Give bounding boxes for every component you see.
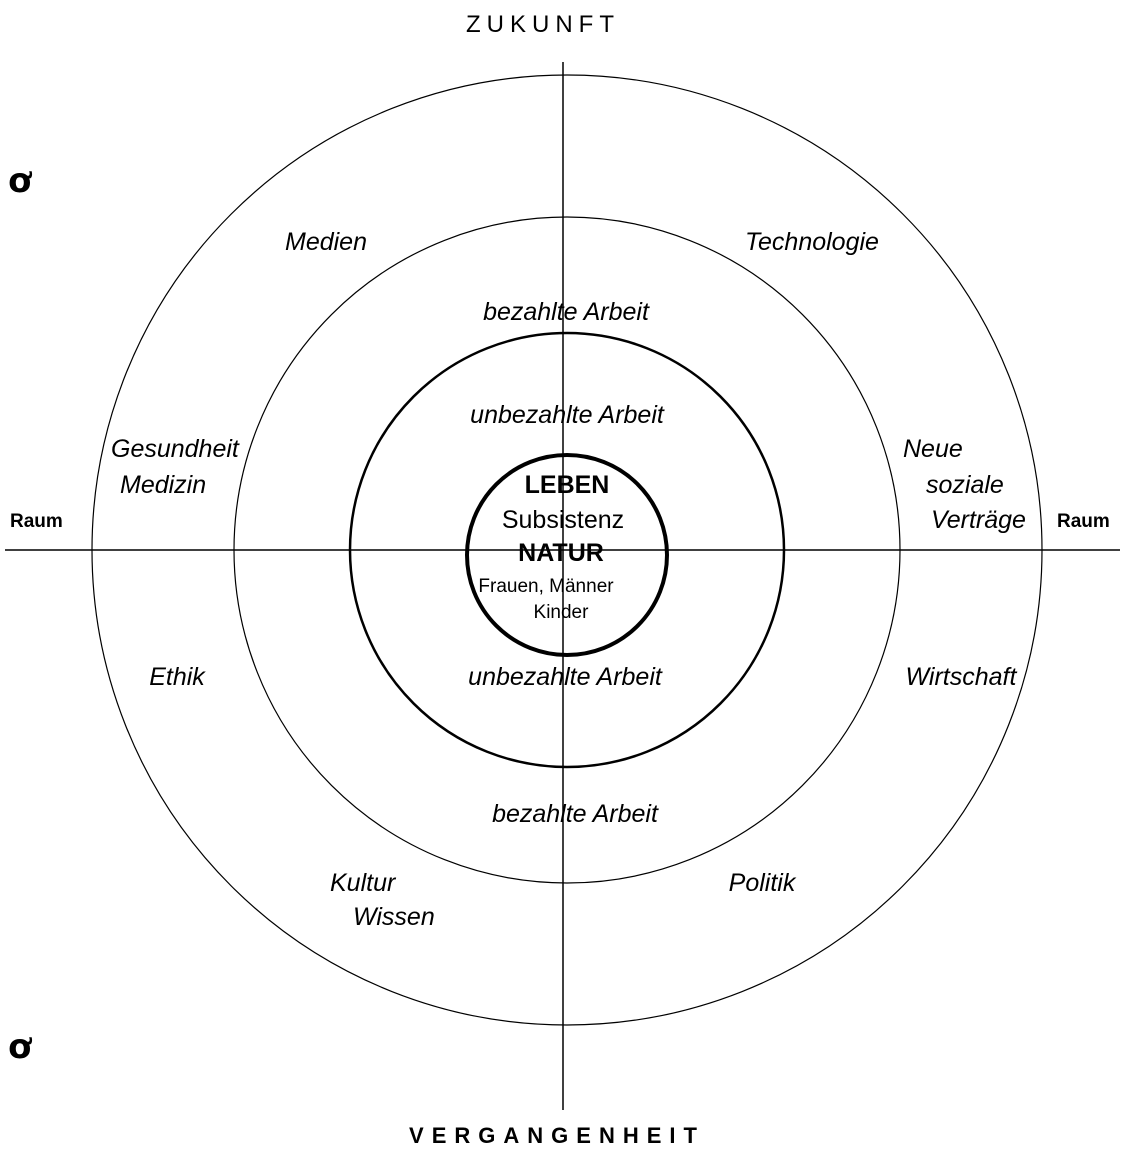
symbol-top-left: ơ: [8, 161, 33, 201]
label-wirtschaft: Wirtschaft: [906, 663, 1018, 691]
label-kultur: Kultur: [330, 869, 397, 897]
axis-label-space-left: Raum: [10, 511, 63, 532]
label-soziale: soziale: [926, 471, 1004, 499]
symbol-bottom-left: ơ: [8, 1027, 33, 1067]
label-vertraege: Verträge: [931, 506, 1026, 534]
label-paid-work-bottom: bezahlte Arbeit: [492, 800, 659, 828]
axis-label-past: VERGANGENHEIT: [409, 1123, 705, 1148]
label-gesundheit: Gesundheit: [111, 435, 240, 463]
axis-label-future: ZUKUNFT: [466, 11, 620, 38]
label-paid-work-top: bezahlte Arbeit: [483, 298, 650, 326]
label-medizin: Medizin: [120, 471, 206, 499]
label-leben: LEBEN: [525, 471, 610, 499]
label-medien: Medien: [285, 228, 367, 256]
label-subsistenz: Subsistenz: [502, 506, 624, 534]
label-ethik: Ethik: [149, 663, 206, 691]
label-frauen-maenner: Frauen, Männer: [478, 576, 614, 597]
axis-label-space-right: Raum: [1057, 511, 1110, 532]
label-natur: NATUR: [518, 539, 604, 567]
label-neue: Neue: [903, 435, 963, 463]
label-technologie: Technologie: [745, 228, 879, 256]
label-unpaid-work-top: unbezahlte Arbeit: [470, 401, 665, 429]
label-kinder: Kinder: [534, 602, 590, 623]
label-politik: Politik: [729, 869, 797, 897]
core-circle: [465, 453, 669, 657]
label-wissen: Wissen: [353, 903, 435, 931]
label-unpaid-work-bottom: unbezahlte Arbeit: [468, 663, 663, 691]
